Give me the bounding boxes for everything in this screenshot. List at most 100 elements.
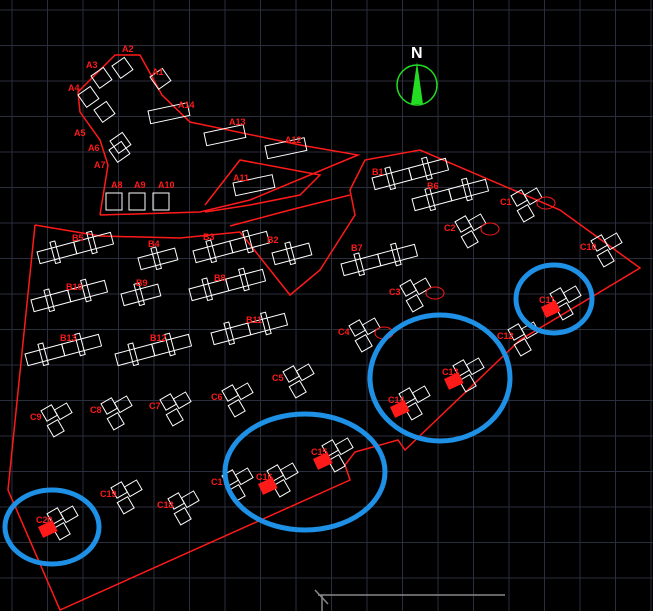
- building-label-c12: C12: [497, 331, 514, 341]
- building-c6[interactable]: [221, 382, 254, 418]
- building-c2[interactable]: [454, 213, 500, 249]
- building-label-a7: A7: [94, 160, 106, 170]
- building-label-c6: C6: [211, 392, 223, 402]
- building-label-b4: B4: [148, 239, 160, 249]
- building-label-c15: C15: [311, 447, 328, 457]
- building-c14[interactable]: [390, 385, 431, 421]
- building-b7[interactable]: [340, 242, 419, 277]
- building-c15[interactable]: [313, 437, 354, 473]
- building-a5[interactable]: [93, 100, 116, 123]
- annex-outline-c1: [536, 196, 556, 210]
- building-b12[interactable]: [114, 332, 193, 367]
- building-label-c18: C18: [157, 500, 174, 510]
- building-label-b2: B2: [267, 235, 279, 245]
- building-c1[interactable]: [510, 187, 556, 223]
- building-c8[interactable]: [100, 395, 133, 431]
- building-c5[interactable]: [282, 363, 315, 399]
- building-a4[interactable]: [77, 85, 100, 108]
- highlighted-unit-c11: [541, 300, 561, 318]
- highlighted-unit-c15: [313, 452, 333, 470]
- building-c19[interactable]: [110, 479, 143, 515]
- building-label-c3: C3: [389, 287, 401, 297]
- building-a7[interactable]: [108, 140, 131, 163]
- building-label-a4: A4: [68, 83, 80, 93]
- building-label-a5: A5: [74, 128, 86, 138]
- building-c10[interactable]: [590, 232, 623, 268]
- annex-outline-c3: [425, 286, 445, 300]
- highlighted-unit-c16: [258, 477, 278, 495]
- building-a12[interactable]: [264, 137, 308, 160]
- boundary-lines: [7, 54, 642, 611]
- annotation-circles: [2, 262, 595, 567]
- building-label-b11: B11: [246, 315, 262, 325]
- annotation-circle-c20: [2, 487, 102, 567]
- building-a3[interactable]: [90, 66, 113, 89]
- buildings: [24, 56, 623, 541]
- building-label-a3: A3: [86, 60, 98, 70]
- building-a14[interactable]: [147, 102, 191, 125]
- highlighted-unit-c20: [37, 520, 58, 538]
- building-label-c16: C16: [256, 472, 273, 482]
- building-label-c8: C8: [90, 405, 102, 415]
- building-label-a14: A14: [178, 100, 195, 110]
- building-label-b5: B5: [72, 233, 84, 243]
- building-c16[interactable]: [258, 462, 299, 498]
- north-arrow-icon: [411, 62, 423, 104]
- building-label-c2: C2: [444, 223, 456, 233]
- building-b2[interactable]: [271, 241, 313, 266]
- building-label-a1: A1: [152, 67, 164, 77]
- zone-a-boundary: [77, 54, 361, 216]
- building-label-c5: C5: [272, 373, 284, 383]
- building-a10[interactable]: [152, 192, 170, 211]
- building-label-b7: B7: [351, 243, 363, 253]
- building-c9[interactable]: [40, 402, 73, 438]
- building-a8[interactable]: [105, 192, 123, 211]
- building-label-a10: A10: [158, 180, 175, 190]
- building-c20[interactable]: [37, 505, 79, 541]
- building-label-c19: C19: [100, 489, 117, 499]
- building-c7[interactable]: [159, 391, 192, 427]
- building-label-b10: B10: [66, 282, 83, 292]
- north-arrow: N: [396, 45, 438, 106]
- building-c13[interactable]: [444, 357, 485, 393]
- building-a13[interactable]: [203, 124, 247, 147]
- highlighted-unit-c14: [390, 400, 410, 418]
- building-label-b1: B1: [372, 167, 384, 177]
- building-b13[interactable]: [24, 332, 103, 367]
- building-label-c1: C1: [500, 197, 512, 207]
- building-label-b3: B3: [203, 232, 215, 242]
- building-b11[interactable]: [210, 311, 289, 346]
- annotation-circle-c13-c14: [367, 312, 513, 444]
- building-c3[interactable]: [399, 277, 445, 313]
- annotation-circle-c11: [513, 262, 595, 336]
- building-label-c14: C14: [388, 395, 405, 405]
- building-c18[interactable]: [167, 490, 200, 526]
- building-b9[interactable]: [120, 282, 162, 307]
- building-c11[interactable]: [541, 285, 582, 321]
- building-label-b8: B8: [214, 273, 226, 283]
- annex-outline-c2: [480, 222, 500, 236]
- building-label-c10: C10: [580, 242, 597, 252]
- building-label-a2: A2: [122, 44, 134, 54]
- zone-b-boundary: [7, 149, 642, 611]
- building-b10[interactable]: [30, 278, 109, 313]
- building-label-a12: A12: [285, 135, 302, 145]
- building-b1[interactable]: [371, 156, 450, 191]
- building-label-c20: C20: [36, 515, 53, 525]
- building-label-a11: A11: [233, 173, 249, 183]
- building-a9[interactable]: [128, 192, 146, 211]
- building-b5[interactable]: [36, 230, 115, 265]
- building-a2[interactable]: [111, 56, 134, 79]
- building-a1[interactable]: [149, 67, 172, 90]
- building-label-b13: B13: [60, 333, 77, 343]
- building-label-c4: C4: [338, 327, 350, 337]
- building-b3[interactable]: [192, 229, 271, 264]
- building-a11[interactable]: [232, 174, 276, 197]
- building-b8[interactable]: [188, 267, 267, 302]
- building-a6[interactable]: [109, 131, 132, 154]
- building-b4[interactable]: [137, 246, 179, 271]
- building-b6[interactable]: [411, 177, 490, 212]
